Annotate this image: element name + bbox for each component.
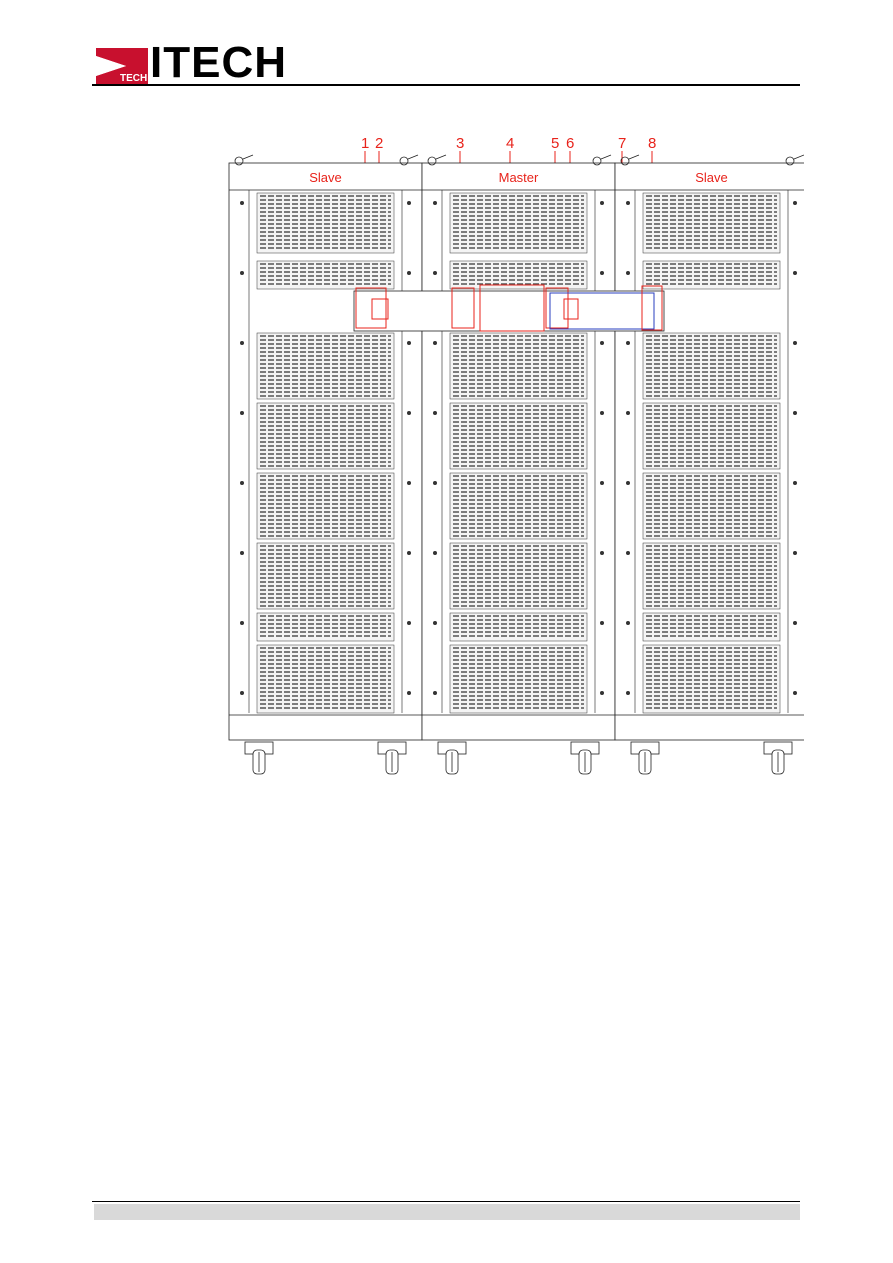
callout-8: 8 — [648, 135, 656, 152]
power-module — [257, 193, 394, 253]
caster-wheel-icon — [378, 742, 406, 774]
callout-1: 1 — [361, 135, 369, 152]
power-module — [257, 543, 394, 609]
caster-wheel-icon — [438, 742, 466, 774]
logo-brand-text: ITECH — [150, 41, 287, 85]
callout-2: 2 — [375, 135, 383, 152]
callout-3: 3 — [456, 135, 464, 152]
power-module — [450, 543, 587, 609]
power-module — [643, 473, 780, 539]
cabinet-label: Master — [499, 170, 539, 185]
power-module — [257, 403, 394, 469]
callout-6: 6 — [566, 135, 574, 152]
power-module — [643, 193, 780, 253]
caster-wheel-icon — [764, 742, 792, 774]
cabinet-1: Slave — [229, 155, 422, 774]
power-module — [257, 645, 394, 713]
power-module — [450, 613, 587, 641]
connection-bus — [354, 285, 664, 331]
cabinet-2: Master — [422, 155, 615, 774]
callout-4: 4 — [506, 135, 514, 152]
power-module — [450, 333, 587, 399]
power-module — [643, 645, 780, 713]
caster-wheel-icon — [245, 742, 273, 774]
logo-brand-label: ITECH — [150, 38, 287, 87]
power-module — [643, 403, 780, 469]
callout-numbers: 1 2 3 4 5 6 7 8 — [361, 135, 656, 152]
cabinets: Slave Master Slave — [229, 155, 804, 774]
cabinet-diagram: 1 2 3 4 5 6 7 8 Slave Master Slave — [224, 128, 804, 778]
power-module — [450, 645, 587, 713]
power-module — [450, 473, 587, 539]
header-rule — [92, 84, 800, 86]
cabinet-label: Slave — [309, 170, 342, 185]
caster-wheel-icon — [571, 742, 599, 774]
cabinet-label: Slave — [695, 170, 728, 185]
caster-wheel-icon — [631, 742, 659, 774]
footer-bar — [94, 1204, 800, 1220]
power-module — [643, 333, 780, 399]
cabinet-3: Slave — [615, 155, 804, 774]
callout-5: 5 — [551, 135, 559, 152]
power-module — [643, 543, 780, 609]
power-module — [257, 473, 394, 539]
power-module — [450, 193, 587, 253]
power-module — [257, 613, 394, 641]
power-module — [257, 333, 394, 399]
power-module — [643, 261, 780, 289]
callout-7: 7 — [618, 135, 626, 152]
logo-small-text: TECH — [120, 73, 147, 84]
power-module — [257, 261, 394, 289]
power-module — [450, 403, 587, 469]
power-module — [643, 613, 780, 641]
footer-rule — [92, 1201, 800, 1202]
